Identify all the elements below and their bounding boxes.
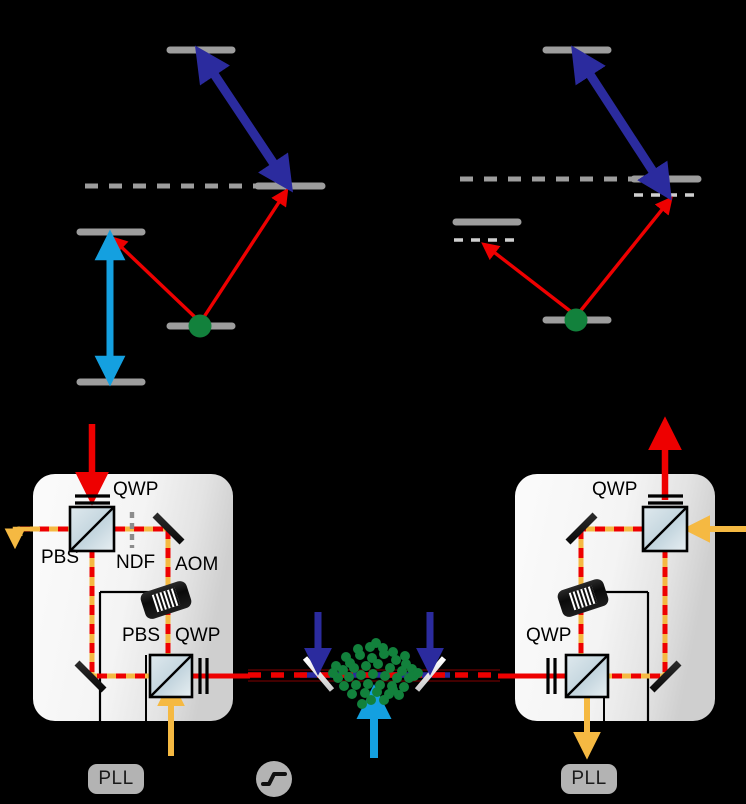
left-pbs-top-label: PBS <box>41 547 80 568</box>
right-energy-diagram <box>452 45 702 332</box>
right-aom <box>557 579 609 617</box>
left-population-dot <box>188 314 212 338</box>
left-raman-arrow-left <box>109 235 200 322</box>
left-pbs-bottom <box>148 653 194 699</box>
right-mirror-bottom-right <box>649 660 682 693</box>
sine-wave-icon <box>261 772 287 786</box>
left-pbs-bottom-label: PBS <box>122 625 161 646</box>
right-population-dot <box>564 308 588 332</box>
left-qwp-top-label: QWP <box>113 479 159 500</box>
left-qwp-bottom <box>198 658 209 694</box>
left-pbs-top <box>68 505 116 553</box>
pll-left[interactable]: PLL <box>88 764 144 794</box>
left-energy-diagram <box>76 45 326 387</box>
right-qwp-bottom <box>546 658 557 694</box>
left-clock-transition-arrow <box>195 45 293 193</box>
center-region <box>248 612 500 758</box>
oscillator-badge[interactable] <box>256 761 292 797</box>
pll-right[interactable]: PLL <box>561 764 617 794</box>
left-aom-label: AOM <box>175 554 219 575</box>
left-raman-dashed-down-left <box>89 529 170 679</box>
left-qwp-top <box>75 494 110 505</box>
left-aom <box>140 581 192 619</box>
left-qwp-bottom-label: QWP <box>175 625 221 646</box>
left-optics-module-box <box>33 474 233 721</box>
right-pbs-top <box>641 505 689 553</box>
left-raman-arrow-right <box>200 187 289 321</box>
atom-cloud <box>328 638 423 709</box>
left-mirror-top-right <box>152 512 185 545</box>
right-mirror-top-left <box>565 512 598 545</box>
left-mirror-bottom-left <box>74 660 107 693</box>
right-raman-arrow-left <box>481 242 576 316</box>
left-ndf-label: NDF <box>116 552 156 573</box>
right-raman-arrow-right <box>576 196 673 316</box>
right-clock-transition-arrow <box>571 45 672 201</box>
right-pbs-bottom <box>564 653 610 699</box>
right-qwp-bottom-label: QWP <box>526 625 572 646</box>
right-qwp-top-label: QWP <box>592 479 638 500</box>
right-qwp-top <box>648 494 683 505</box>
